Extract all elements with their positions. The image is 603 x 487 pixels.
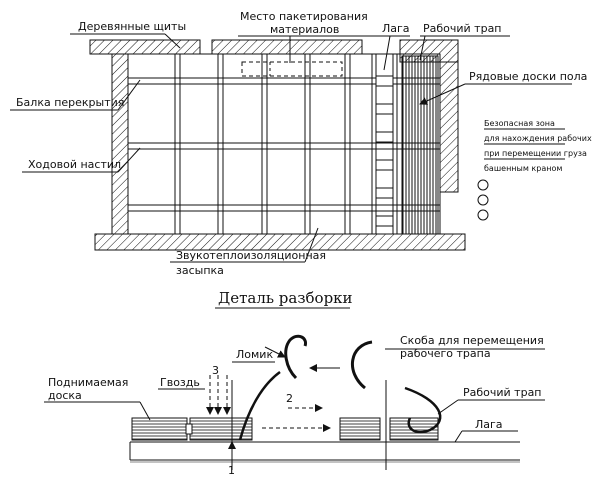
wall-right [439,61,459,193]
label-crowbar: Ломик [236,348,273,361]
label-num-2: 2 [286,392,293,405]
label-wood-boards: Деревянные щиты [78,20,186,33]
wall-top-left [89,39,201,55]
label-floor-boards: Рядовые доски пола [469,70,587,83]
wall-bottom [94,233,466,251]
label-safe-zone-1: Безопасная зона [484,119,555,128]
floor-boards-area [401,55,439,235]
label-walkway: Ходовой настил [28,158,121,171]
label-beam: Балка перекрытия [16,96,124,109]
packing-place-area [241,61,343,77]
wall-left [111,53,129,235]
label-log-detail: Лага [475,418,503,431]
label-packing-place-line1: Место пакетирования [240,10,368,23]
label-log: Лага [382,22,410,35]
walkway-logs [174,54,351,234]
label-safe-zone-4: башенным краном [484,164,562,173]
detail-title: Деталь разборки [218,289,353,307]
work-ladder-plan [371,54,398,234]
label-packing-place-line2: материалов [270,23,339,36]
room-inner [127,53,441,235]
detail-labels: Ломик Гвоздь 3 2 1 Поднимаемая доска Ско… [44,334,545,477]
label-lifted-board-1: Поднимаемая [48,376,128,389]
label-insulation-line1: Звукотеплоизоляционная [176,249,326,262]
label-safe-zone-2: для нахождения рабочих [484,134,592,143]
label-num-1: 1 [228,464,235,477]
label-insulation-line2: засыпка [176,264,224,277]
label-lifted-board-2: доска [48,389,82,402]
plan-labels: Деревянные щиты Место пакетирования мате… [10,10,592,277]
label-work-ladder-detail: Рабочий трап [463,386,542,399]
label-num-3: 3 [212,364,219,377]
label-bracket-2: рабочего трапа [400,347,491,360]
wall-top-middle [211,39,363,55]
safe-zone-markers [477,179,489,221]
detail-drawing [129,334,520,470]
label-safe-zone-3: при перемещении груза [484,149,587,158]
label-nail: Гвоздь [160,376,200,389]
label-work-ladder: Рабочий трап [423,22,502,35]
floor-plan [89,39,489,251]
label-bracket-1: Скоба для перемещения [400,334,544,347]
